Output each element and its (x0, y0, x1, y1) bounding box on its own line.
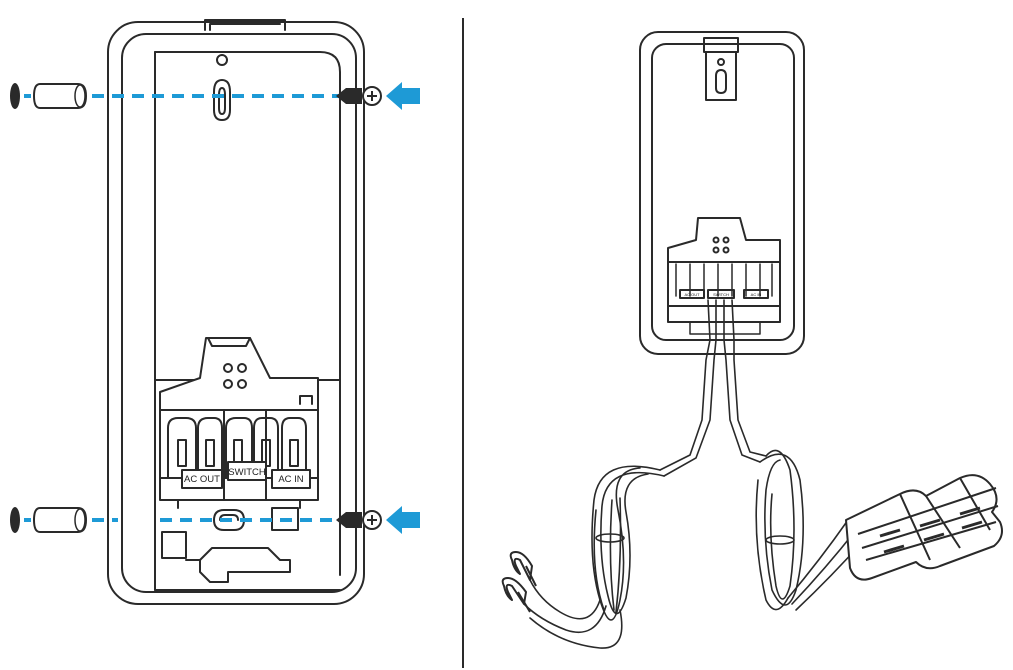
spade-terminals (501, 551, 537, 613)
label-ac-in: AC IN (278, 474, 303, 485)
top-hole (216, 54, 228, 66)
right-panel-wiring (639, 31, 805, 355)
label-switch: SWITCH (228, 467, 266, 478)
coil-tie (595, 533, 625, 543)
back-plate (154, 51, 341, 381)
wall-anchor-icon (10, 83, 20, 109)
vent-dot (237, 363, 247, 373)
label-box-ac-out (181, 469, 223, 489)
wire-nut-connector-icon (845, 474, 1003, 581)
vent-dot (712, 236, 720, 244)
arrow-left-icon (386, 82, 420, 110)
label-box-switch (227, 461, 267, 481)
vent-dot (722, 236, 730, 244)
fastener-bottom (10, 506, 420, 534)
label-box-ac-in (271, 469, 311, 489)
vent-dot (237, 379, 247, 389)
housing-outer (639, 31, 805, 355)
arrow-left-icon (386, 506, 420, 534)
housing-inner (651, 43, 795, 341)
vent-dot (712, 246, 720, 254)
wire-bundle (523, 299, 865, 649)
top-bracket (705, 51, 737, 101)
label-ac-in-small: AC IN (751, 292, 762, 297)
screw-icon (336, 512, 362, 528)
label-switch-small: SWITCH (713, 292, 729, 297)
spade-terminal-icon (501, 577, 531, 613)
bottom-clip (199, 547, 291, 583)
fastener-top (10, 82, 420, 110)
spade-terminal-icon (509, 551, 537, 587)
wall-anchor-icon (32, 507, 88, 533)
coil-tie (765, 535, 795, 545)
vent-dot (223, 363, 233, 373)
wall-anchor-icon (32, 83, 88, 109)
frame-inner (121, 33, 357, 593)
label-ac-out: AC OUT (184, 474, 220, 485)
vent-dot (223, 379, 233, 389)
label-ac-out-small: AC OUT (684, 292, 700, 297)
wall-anchor-icon (10, 507, 20, 533)
keyhole-slot (213, 79, 231, 121)
screw-icon (336, 88, 362, 104)
bottom-slot-left (161, 531, 187, 559)
vent-dot (722, 246, 730, 254)
left-panel-mounting (107, 19, 365, 605)
